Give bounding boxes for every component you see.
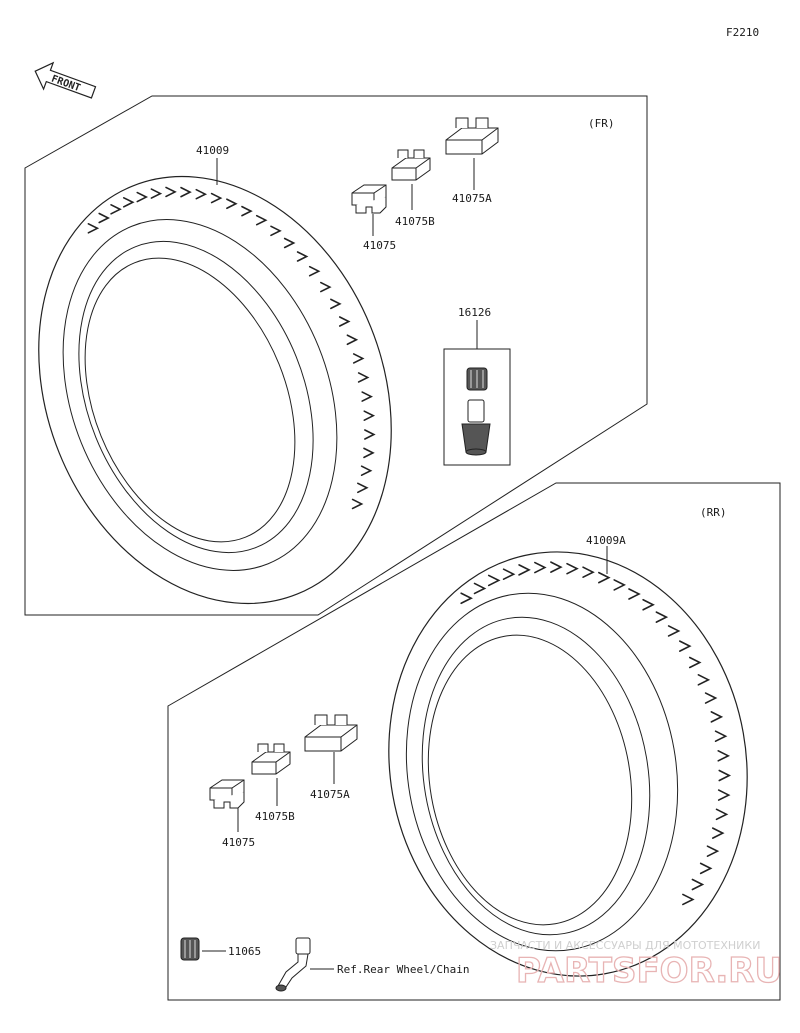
watermark-tagline: ЗАПЧАСТИ И АКСЕССУАРЫ ДЛЯ МОТОТЕХНИКИ xyxy=(490,939,760,952)
front-weight-41075b xyxy=(391,149,431,181)
rear-ref-note: Ref.Rear Wheel/Chain xyxy=(337,963,469,976)
rear-valve-cap-icon xyxy=(180,937,200,961)
rear-weight-b-part-number: 41075B xyxy=(255,810,295,823)
front-valve-box xyxy=(443,348,511,466)
rear-weight-41075 xyxy=(209,779,245,809)
rear-tire-tread xyxy=(460,561,732,906)
rear-weight-part-number: 41075 xyxy=(222,836,255,849)
rear-weight-41075b xyxy=(251,743,291,775)
front-weight-part-number: 41075 xyxy=(363,239,396,252)
front-tire-tread xyxy=(87,186,376,510)
front-section-panel xyxy=(24,95,648,616)
rear-weight-41075a xyxy=(304,714,358,752)
rear-weight-a-part-number: 41075A xyxy=(310,788,350,801)
front-tire-part-number: 41009 xyxy=(196,144,229,157)
valve-stem-icon xyxy=(461,399,491,456)
rear-section-label: (RR) xyxy=(700,506,727,519)
figure-code: F2210 xyxy=(726,26,759,39)
front-tire xyxy=(38,175,392,605)
front-valve-part-number: 16126 xyxy=(458,306,491,319)
front-weight-b-part-number: 41075B xyxy=(395,215,435,228)
rear-tire-part-number: 41009A xyxy=(586,534,626,547)
front-section-label: (FR) xyxy=(588,117,615,130)
rear-section-panel xyxy=(167,482,781,1001)
front-weight-a-part-number: 41075A xyxy=(452,192,492,205)
front-arrow-icon: FRONT xyxy=(34,61,97,99)
valve-cap-icon xyxy=(466,367,488,391)
front-weight-41075 xyxy=(351,184,387,214)
watermark-brand: PARTSFOR.RU xyxy=(516,951,782,991)
rear-valve-cap-part-number: 11065 xyxy=(228,945,261,958)
front-weight-41075a xyxy=(445,117,499,155)
rear-tire xyxy=(388,551,748,977)
rear-valve-stem-icon xyxy=(275,937,311,992)
